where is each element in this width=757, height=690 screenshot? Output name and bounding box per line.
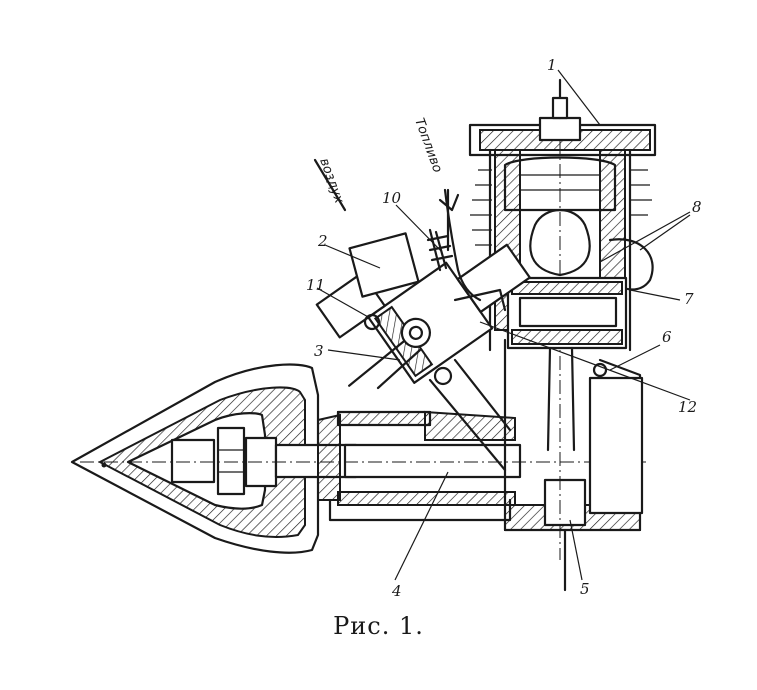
part-number-7: 7 [684,290,694,308]
air-label: воздух [316,156,346,205]
part-number-1: 1 [547,56,557,74]
crankshaft [80,443,650,479]
leader-lines [316,69,691,581]
piston [506,276,628,452]
glow-plug [538,78,582,142]
part-number-10: 10 [382,189,402,207]
intake-tube [428,288,512,472]
part-number-6: 6 [662,328,672,346]
figure-caption: Рис. 1. [333,612,424,640]
part-number-8: 8 [692,198,702,216]
cooling-fins [470,169,652,246]
fuel-label: Топливо [411,116,445,175]
prop-nut [170,426,278,496]
part-number-5: 5 [580,580,590,598]
needle-valve [348,228,454,390]
crankcase [503,140,644,592]
part-number-11: 11 [306,276,325,294]
part-number-3: 3 [314,342,324,360]
part-number-4: 4 [391,582,402,600]
flow-arrows [313,158,460,252]
part-number-12: 12 [678,398,697,416]
front-housing [317,410,516,522]
part-number-2: 2 [317,232,328,250]
